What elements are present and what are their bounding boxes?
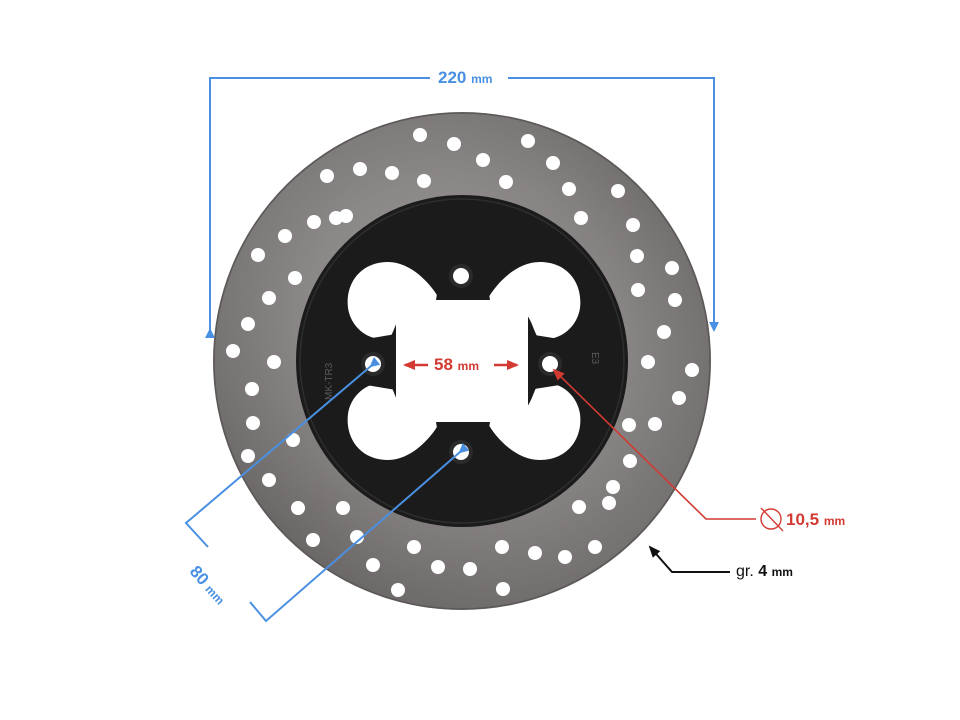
bolt-spacing-value: 58 bbox=[434, 355, 453, 374]
brake-disc: MK-TR3 E3 bbox=[213, 112, 711, 610]
bolt-spacing-label: 58 mm bbox=[434, 355, 479, 375]
thickness-label: gr. 4 mm bbox=[736, 563, 793, 581]
bolt-spacing-unit: mm bbox=[457, 359, 479, 373]
hole-diameter-leader bbox=[552, 368, 784, 532]
thickness-value: 4 bbox=[758, 563, 768, 580]
diameter-symbol-icon bbox=[760, 508, 782, 530]
bolt-hole-diameter-label: 10,5 mm bbox=[786, 510, 845, 530]
outer-diameter-value: 220 bbox=[438, 68, 467, 87]
outer-diameter-label: 220 mm bbox=[438, 68, 492, 88]
outer-diameter-dimension bbox=[205, 77, 719, 338]
thickness-unit: mm bbox=[771, 565, 793, 579]
hub-marking-left: MK-TR3 bbox=[324, 362, 335, 400]
thickness-prefix: gr. bbox=[736, 563, 754, 580]
bolt-hole-diameter-value: 10,5 bbox=[786, 510, 820, 529]
drill-holes bbox=[226, 128, 699, 597]
outer-diameter-unit: mm bbox=[471, 72, 493, 86]
bolt-circle-dimension bbox=[184, 357, 470, 623]
thickness-leader bbox=[648, 545, 730, 573]
hub-cutout bbox=[347, 262, 581, 460]
bolt-hole-diameter-unit: mm bbox=[823, 514, 846, 528]
hub-marking-right: E3 bbox=[589, 352, 600, 365]
